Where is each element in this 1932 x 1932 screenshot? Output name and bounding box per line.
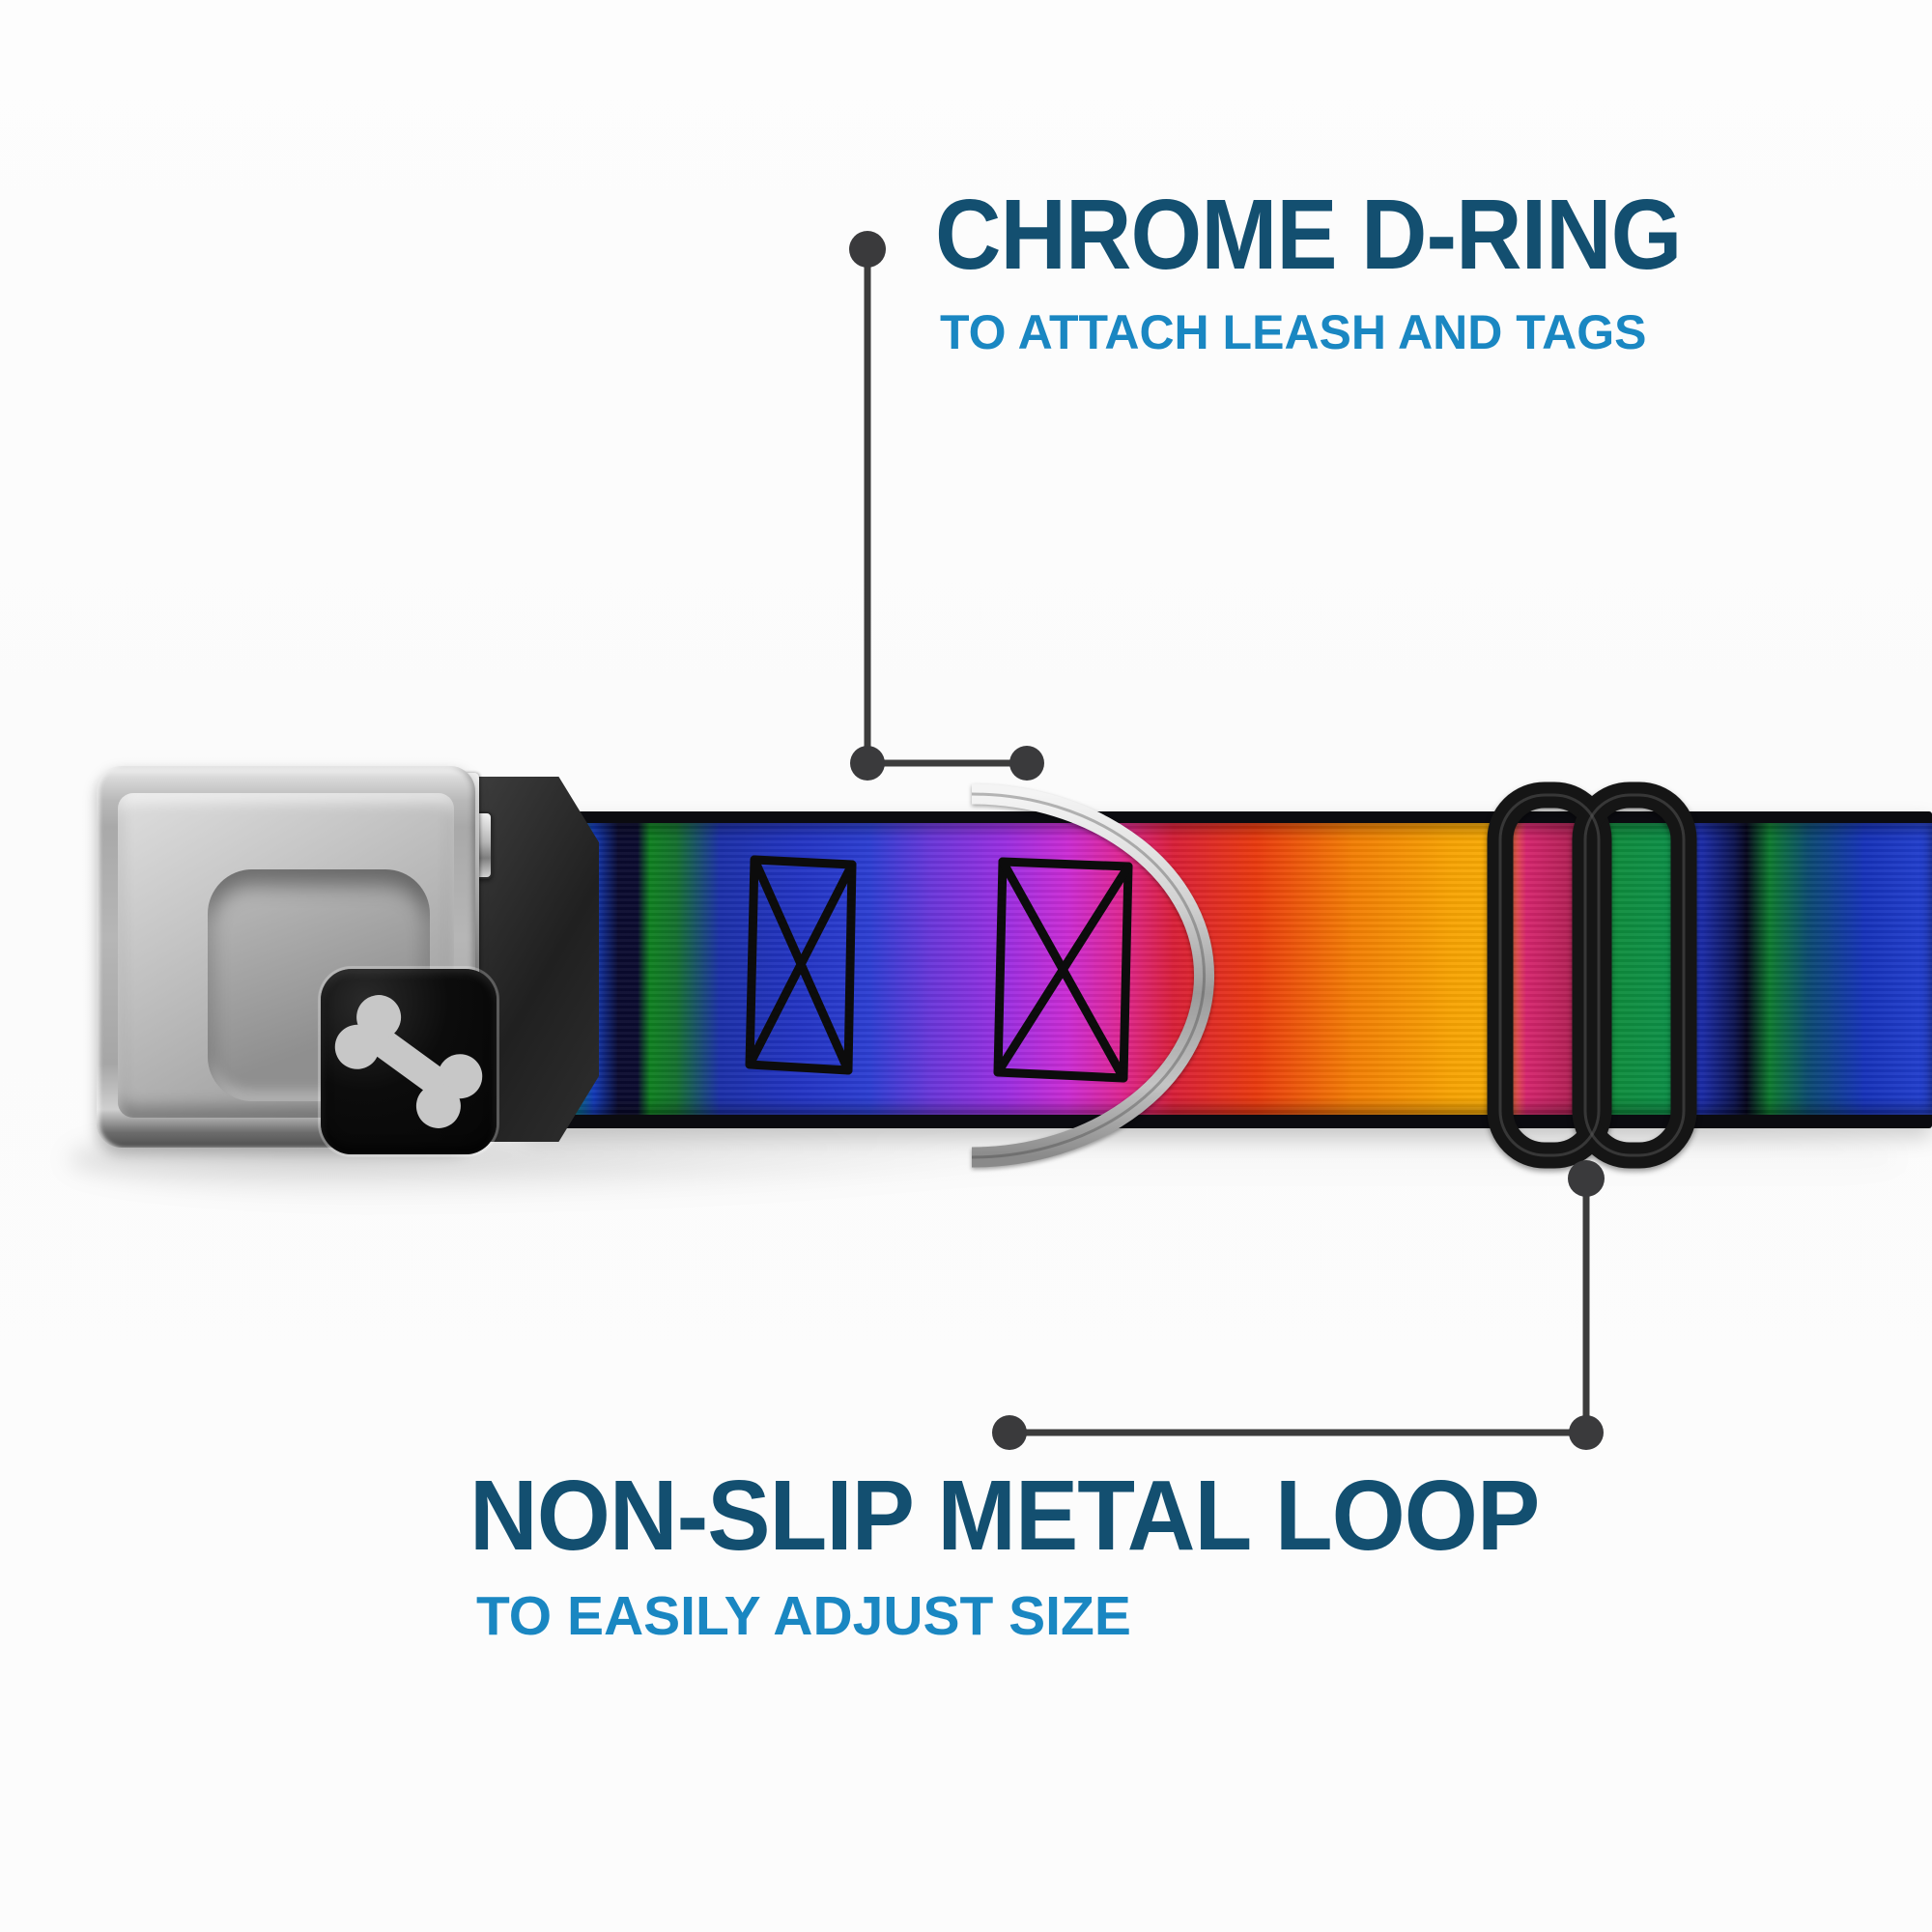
metal-loop-slider	[1487, 781, 1697, 1169]
bottom-callout-title: NON-SLIP METAL LOOP	[469, 1460, 1540, 1571]
bottom-callout-subtitle: TO EASILY ADJUST SIZE	[476, 1585, 1131, 1647]
buckle-logo-window	[321, 969, 497, 1154]
buckle-recess	[208, 869, 497, 1154]
top-callout-subtitle: TO ATTACH LEASH AND TAGS	[940, 305, 1647, 359]
buckle-face	[118, 793, 497, 1154]
webbing-strap	[526, 811, 1932, 1128]
seatbelt-buckle	[97, 766, 497, 1154]
callout-dot	[849, 231, 886, 268]
chrome-d-ring	[971, 783, 1214, 1168]
top-callout-title: CHROME D-RING	[935, 179, 1682, 290]
box-x-stitch-marks	[745, 855, 1133, 1083]
dog-bone-icon	[334, 995, 483, 1128]
